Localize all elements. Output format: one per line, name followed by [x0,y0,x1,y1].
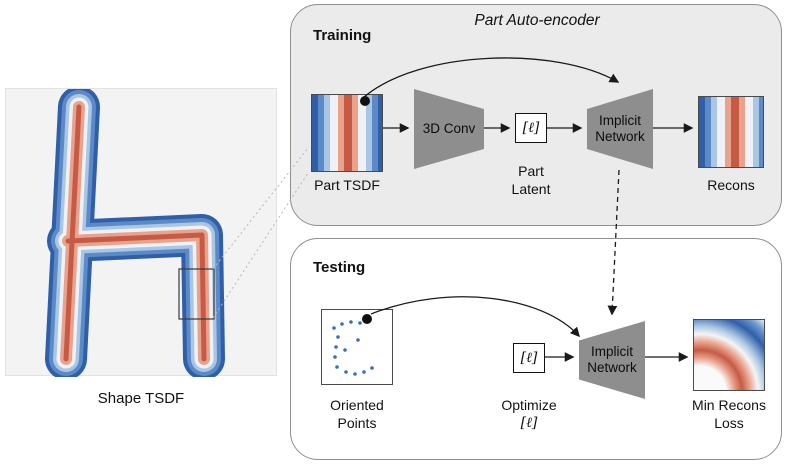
training-label: Training [313,27,372,44]
implicit-label-testing: Implicit Network [587,344,637,375]
sample-point-dot [360,96,370,106]
recons-image [698,96,764,168]
part-latent-box: [ℓ] [515,113,547,143]
oriented-points-dots [332,320,374,376]
part-latent-caption: Part Latent [496,163,566,198]
shape-tsdf-panel [5,86,277,380]
implicit-network-trapezoid-training: Implicit Network [587,89,653,169]
recons-caption: Recons [707,177,755,193]
part-latent-caption-line2: Latent [511,180,551,197]
conv-label: 3D Conv [422,121,476,137]
part-latent-caption-line1: Part [518,163,544,179]
shape-tsdf-image [45,86,225,380]
shape-tsdf-label: Shape TSDF [97,390,185,407]
tsdf-h-shape [45,86,225,380]
part-tsdf-image [311,94,383,172]
training-panel: Part Auto-encoder Training Part TSDF 3D … [290,4,782,226]
oriented-points-image [321,309,393,385]
test-latent-box: [ℓ] [513,343,545,373]
min-recons-image [693,319,765,391]
part-tsdf-caption: Part TSDF [314,177,380,193]
implicit-network-trapezoid-testing: Implicit Network [579,321,645,399]
testing-panel: Testing Oriented Points [ℓ] Optimize [ℓ] [290,238,782,460]
min-recons-caption: Min Recons Loss [692,397,766,431]
oriented-points-caption: Oriented Points [330,397,384,431]
diagram-title: Part Auto-encoder [474,12,600,29]
encoder-trapezoid: 3D Conv [414,89,484,169]
optimize-caption: Optimize [ℓ] [501,397,557,431]
implicit-label-training: Implicit Network [595,113,645,144]
query-point-dot [362,314,372,324]
testing-label: Testing [313,259,366,276]
